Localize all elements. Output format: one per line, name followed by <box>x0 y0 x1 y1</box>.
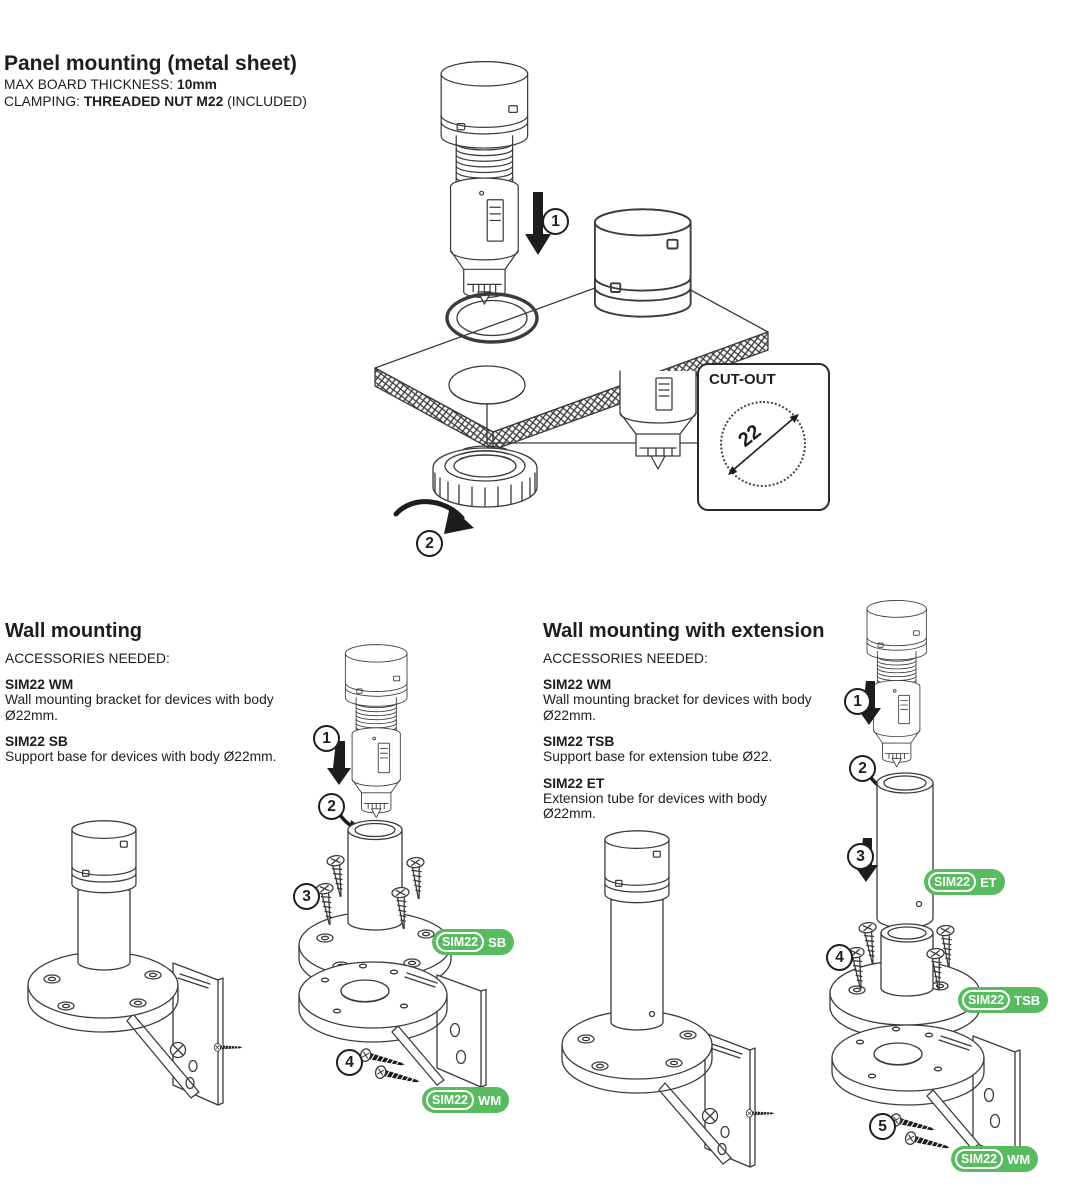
accessories-heading: ACCESSORIES NEEDED: <box>5 651 170 667</box>
accessory-code: SIM22 SB <box>5 734 68 750</box>
accessory-description: Extension tube for devices with body Ø22… <box>543 790 767 822</box>
badge-suffix: SB <box>488 934 507 950</box>
accessory-code: SIM22 ET <box>543 775 605 791</box>
panel-mounting-text-block: Panel mounting (metal sheet) MAX BOARD T… <box>4 52 307 110</box>
wall-mounting-assembled-diagram <box>27 820 243 1106</box>
panel-mounting-diagram <box>374 60 769 534</box>
accessory-description: Support base for extension tube Ø22. <box>543 749 773 765</box>
step-circle: 5 <box>869 1113 896 1140</box>
badge-code: SIM22 <box>962 990 1011 1010</box>
badge-code: SIM22 <box>426 1090 475 1110</box>
panel-mounting-title: Panel mounting (metal sheet) <box>4 52 297 75</box>
step-circle: 1 <box>542 208 569 235</box>
step-circle: 2 <box>318 793 345 820</box>
threaded-nut-illustration <box>432 445 538 508</box>
extension-text-block: Wall mounting with extension ACCESSORIES… <box>543 620 841 822</box>
badge-sim22-sb: SIM22 SB <box>432 929 515 955</box>
accessory-description: Support base for devices with body Ø22mm… <box>5 749 277 765</box>
step-circle: 4 <box>336 1049 363 1076</box>
accessories-heading: ACCESSORIES NEEDED: <box>543 651 708 667</box>
extension-exploded-diagram <box>829 600 1021 1161</box>
extension-assembled-diagram <box>561 830 775 1168</box>
clamping-spec: CLAMPING: THREADED NUT M22 (INCLUDED) <box>4 93 307 109</box>
cutout-label: CUT-OUT <box>709 371 776 388</box>
step-circle: 4 <box>826 944 853 971</box>
badge-suffix: TSB <box>1014 992 1041 1008</box>
badge-sim22-wm: SIM22 WM <box>951 1146 1039 1172</box>
cutout-detail-box: CUT-OUT 22 <box>697 363 830 511</box>
wall-mounting-title: Wall mounting <box>5 620 143 642</box>
accessory-description: Wall mounting bracket for devices with b… <box>543 692 812 723</box>
wall-mounting-exploded-diagram <box>298 644 487 1089</box>
badge-code: SIM22 <box>436 932 485 952</box>
wall-mounting-text-block: Wall mounting ACCESSORIES NEEDED: SIM22 … <box>5 620 303 765</box>
badge-sim22-et: SIM22 ET <box>924 869 1005 895</box>
step-circle: 3 <box>293 883 320 910</box>
accessory-code: SIM22 TSB <box>543 734 615 750</box>
badge-code: SIM22 <box>928 872 977 892</box>
step-circle: 2 <box>416 530 443 557</box>
badge-suffix: ET <box>980 874 997 890</box>
accessory-code: SIM22 WM <box>5 677 74 693</box>
badge-sim22-wm: SIM22 WM <box>422 1087 510 1113</box>
step-circle: 1 <box>313 725 340 752</box>
extension-title: Wall mounting with extension <box>543 620 825 642</box>
badge-suffix: WM <box>478 1092 502 1108</box>
accessory-code: SIM22 WM <box>543 677 612 693</box>
accessory-description: Wall mounting bracket for devices with b… <box>5 692 274 723</box>
max-board-thickness-spec: MAX BOARD THICKNESS: 10mm <box>4 76 217 92</box>
step-circle: 1 <box>844 688 871 715</box>
cutout-circle <box>720 401 806 487</box>
badge-code: SIM22 <box>955 1149 1004 1169</box>
badge-suffix: WM <box>1007 1151 1031 1167</box>
step-circle: 2 <box>849 755 876 782</box>
step-circle: 3 <box>847 843 874 870</box>
cutout-dimension-arrow <box>728 414 799 475</box>
badge-sim22-tsb: SIM22 TSB <box>958 987 1049 1013</box>
